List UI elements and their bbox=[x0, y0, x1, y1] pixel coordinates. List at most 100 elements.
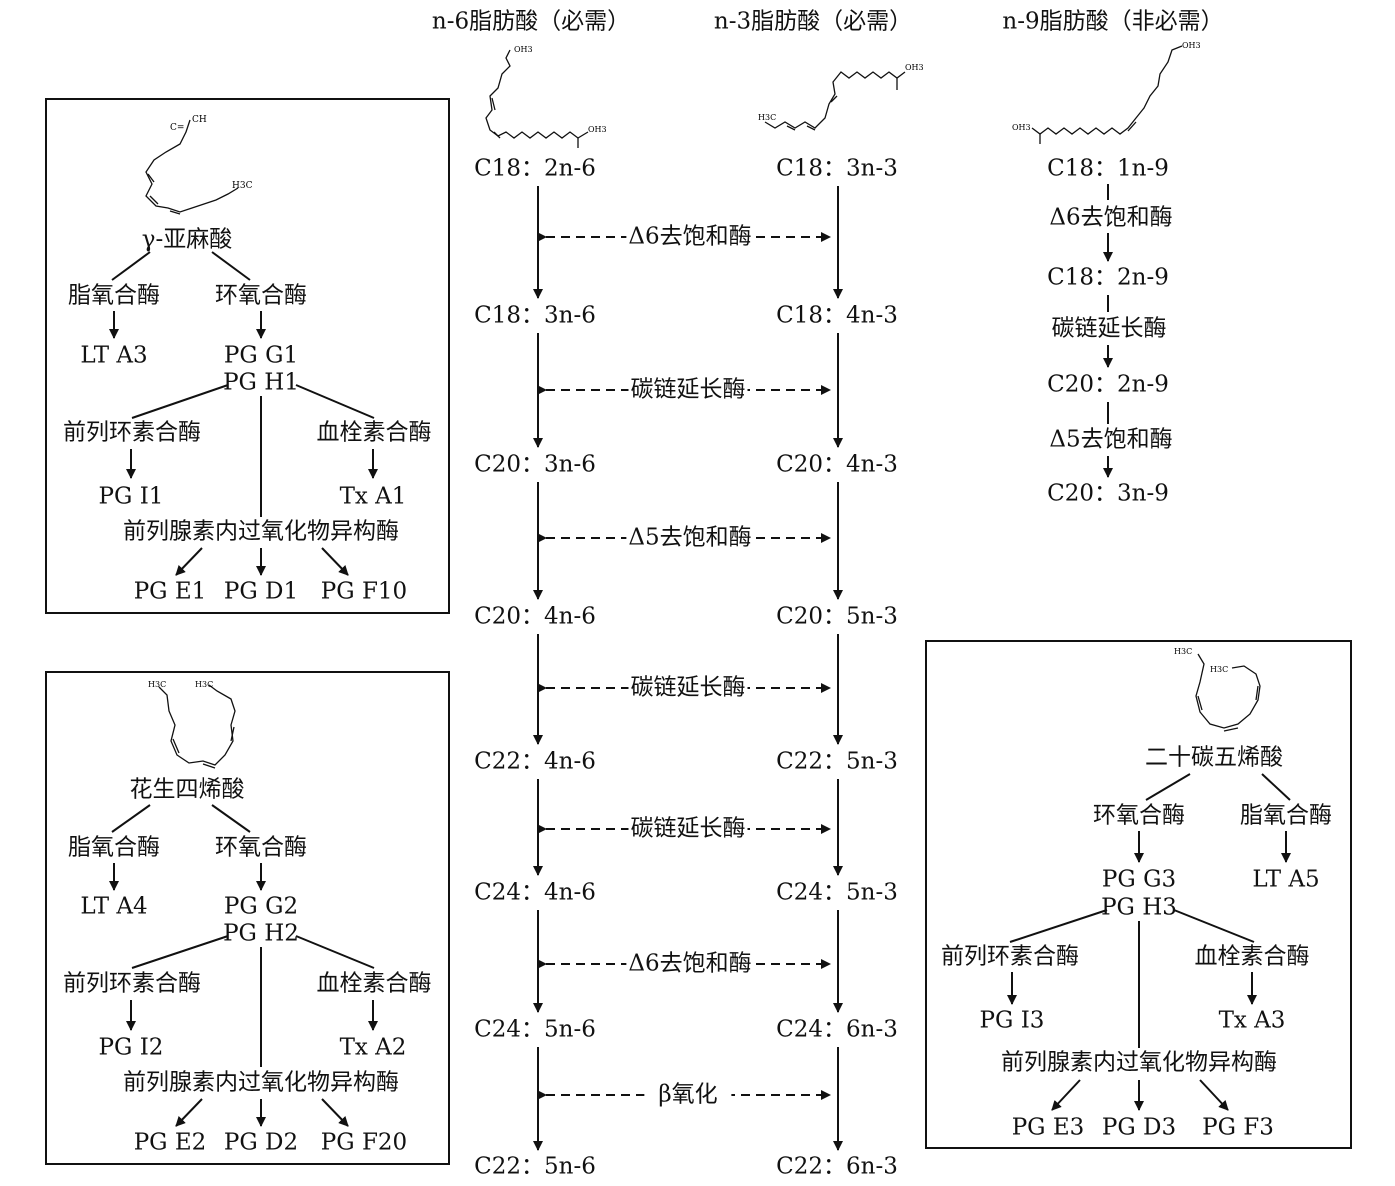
epa-metabolism-box bbox=[925, 640, 1352, 1149]
n9-step: C20：3n-9 bbox=[1047, 480, 1169, 507]
aa-box-lines bbox=[109, 804, 378, 1127]
gla-cyclooxygenase: 环氧合酶 bbox=[215, 282, 307, 309]
n3-header: n-3脂肪酸（必需） bbox=[713, 8, 913, 35]
epa-lipoxygenase: 脂氧合酶 bbox=[1240, 802, 1332, 829]
gla-pgi: PG I1 bbox=[98, 483, 164, 510]
epa-pgd: PG D3 bbox=[1101, 1114, 1177, 1141]
epa-pge: PG E3 bbox=[1011, 1114, 1085, 1141]
gla-pgd: PG D1 bbox=[223, 578, 299, 605]
n6-step: C22：5n-6 bbox=[474, 1153, 596, 1180]
n6-end-label: OH3 bbox=[588, 125, 607, 134]
gla-prostacyclin-synthase: 前列环素合酶 bbox=[63, 419, 201, 446]
epa-pgf: PG F3 bbox=[1202, 1114, 1274, 1141]
n6-step: C18：2n-6 bbox=[474, 155, 596, 182]
n9-top-label: OH3 bbox=[1182, 41, 1201, 50]
n3-structure: H3C OH3 bbox=[758, 63, 924, 131]
epa-structure: H3C H3C bbox=[1174, 647, 1261, 732]
n6-step: C18：3n-6 bbox=[474, 302, 596, 329]
n3-step: C18：3n-3 bbox=[776, 155, 898, 182]
gla-thromboxane-synthase: 血栓素合酶 bbox=[316, 419, 432, 446]
gla-txa: Tx A1 bbox=[339, 483, 407, 510]
shared-enzyme-label: β氧化 bbox=[644, 1083, 732, 1107]
n6-step: C22：4n-6 bbox=[474, 748, 596, 775]
n6-step: C24：4n-6 bbox=[474, 879, 596, 906]
gla-pgf: PG F10 bbox=[320, 578, 408, 605]
epa-pgg: PG G3 bbox=[1101, 866, 1177, 893]
n9-step: C18：1n-9 bbox=[1047, 155, 1169, 182]
shared-enzyme-label: Δ6去饱和酶 bbox=[626, 950, 754, 977]
n3-step: C22：6n-3 bbox=[776, 1153, 898, 1180]
aa-pgg: PG G2 bbox=[223, 893, 299, 920]
epa-pgi: PG I3 bbox=[979, 1007, 1045, 1034]
aa-cyclooxygenase: 环氧合酶 bbox=[215, 834, 307, 861]
gla-isomerase: 前列腺素内过氧化物异构酶 bbox=[123, 518, 399, 545]
n3-end-label: OH3 bbox=[905, 63, 924, 72]
aa-name: 花生四烯酸 bbox=[129, 776, 245, 803]
gla-lipoxygenase: 脂氧合酶 bbox=[68, 282, 160, 309]
epa-name: 二十碳五烯酸 bbox=[1145, 744, 1283, 771]
aa-thromboxane-synthase: 血栓素合酶 bbox=[316, 970, 432, 997]
shared-enzyme-label: Δ5去饱和酶 bbox=[626, 524, 754, 551]
epa-head-label: H3C bbox=[1174, 647, 1192, 656]
n9-header: n-9脂肪酸（非必需） bbox=[1002, 8, 1224, 35]
gla-lta: LT A3 bbox=[80, 342, 148, 369]
gla-tail-label: H3C bbox=[232, 181, 253, 191]
shared-enzyme-label: Δ6去饱和酶 bbox=[626, 223, 754, 250]
shared-enzyme-label: 碳链延长酶 bbox=[628, 674, 748, 701]
n6-step: C20：4n-6 bbox=[474, 603, 596, 630]
n6-top-label: OH3 bbox=[514, 45, 533, 54]
n9-step: C20：2n-9 bbox=[1047, 371, 1169, 398]
gla-pgg: PG G1 bbox=[223, 342, 299, 369]
n3-step: C20：5n-3 bbox=[776, 603, 898, 630]
n3-step: C20：4n-3 bbox=[776, 451, 898, 478]
n9-step: C18：2n-9 bbox=[1047, 264, 1169, 291]
gla-structure: C= CH H3C bbox=[145, 115, 253, 215]
n9-end-label: OH3 bbox=[1012, 123, 1031, 132]
gla-ch-label: CH bbox=[192, 115, 207, 125]
n6-step: C24：5n-6 bbox=[474, 1016, 596, 1043]
epa-tail-label: H3C bbox=[1210, 665, 1228, 674]
n6-step: C20：3n-6 bbox=[474, 451, 596, 478]
n9-enzyme: Δ6去饱和酶 bbox=[1049, 204, 1173, 231]
gla-pgh: PG H1 bbox=[223, 369, 299, 396]
n3-tail-label: H3C bbox=[758, 113, 776, 122]
epa-txa: Tx A3 bbox=[1218, 1007, 1286, 1034]
n6-header: n-6脂肪酸（必需） bbox=[431, 8, 631, 35]
aa-lipoxygenase: 脂氧合酶 bbox=[68, 834, 160, 861]
n3-step: C22：5n-3 bbox=[776, 748, 898, 775]
epa-thromboxane-synthase: 血栓素合酶 bbox=[1194, 943, 1310, 970]
aa-pgd: PG D2 bbox=[223, 1129, 299, 1156]
n3-step: C18：4n-3 bbox=[776, 302, 898, 329]
epa-box-lines bbox=[1007, 773, 1291, 1111]
aa-isomerase: 前列腺素内过氧化物异构酶 bbox=[123, 1069, 399, 1096]
n3-step: C24：6n-3 bbox=[776, 1016, 898, 1043]
n9-enzyme: Δ5去饱和酶 bbox=[1049, 426, 1173, 453]
aa-pgi: PG I2 bbox=[98, 1034, 164, 1061]
aa-pge: PG E2 bbox=[133, 1129, 207, 1156]
aa-pgh: PG H2 bbox=[223, 920, 299, 947]
gla-box-lines bbox=[109, 251, 378, 576]
aa-tail-label: H3C bbox=[148, 680, 166, 689]
aa-prostacyclin-synthase: 前列环素合酶 bbox=[63, 970, 201, 997]
epa-isomerase: 前列腺素内过氧化物异构酶 bbox=[1001, 1049, 1277, 1076]
gla-head-label: C= bbox=[170, 123, 184, 133]
n6-structure: OH3 OH3 bbox=[485, 45, 607, 148]
shared-enzyme-label: 碳链延长酶 bbox=[628, 815, 748, 842]
aa-pgf: PG F20 bbox=[320, 1129, 408, 1156]
gla-name: γ-亚麻酸 bbox=[141, 226, 233, 253]
epa-pgh: PG H3 bbox=[1101, 894, 1177, 921]
aa-head-label: H3C bbox=[195, 680, 213, 689]
aa-structure: H3C H3C bbox=[148, 680, 236, 769]
gla-pge: PG E1 bbox=[133, 578, 207, 605]
shared-enzyme-label: 碳链延长酶 bbox=[628, 376, 748, 403]
epa-prostacyclin-synthase: 前列环素合酶 bbox=[941, 943, 1079, 970]
aa-lta: LT A4 bbox=[80, 893, 148, 920]
aa-metabolism-box bbox=[45, 671, 450, 1165]
n3-step: C24：5n-3 bbox=[776, 879, 898, 906]
epa-lta: LT A5 bbox=[1252, 866, 1320, 893]
n9-enzyme: 碳链延长酶 bbox=[1051, 315, 1167, 342]
gla-metabolism-box bbox=[45, 98, 450, 614]
epa-cyclooxygenase: 环氧合酶 bbox=[1093, 802, 1185, 829]
aa-txa: Tx A2 bbox=[339, 1034, 407, 1061]
n9-structure: OH3 OH3 bbox=[1012, 41, 1201, 144]
